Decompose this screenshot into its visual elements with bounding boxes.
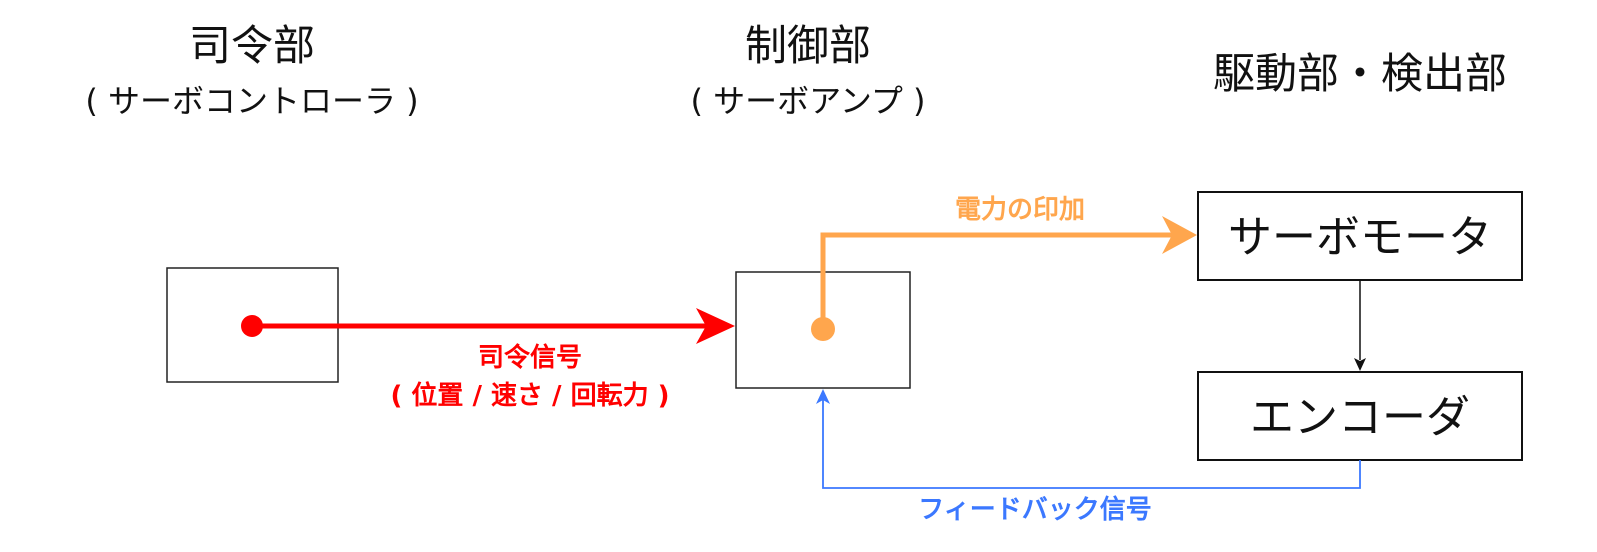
section-title-command: 司令部 [189, 21, 315, 70]
feedback-arrowhead [816, 389, 830, 404]
section-title-control: 制御部 [745, 21, 871, 70]
feedback-label: フィードバック信号 [918, 495, 1151, 525]
command-signal-sublabel: ( 位置 / 速さ / 回転力 ) [390, 380, 669, 411]
power-label: 電力の印加 [955, 195, 1085, 225]
section-title-drive: 駆動部・検出部 [1213, 49, 1507, 98]
motor-to-encoder-arrowhead [1354, 358, 1366, 371]
servo-motor-box [1197, 191, 1523, 281]
section-subtitle-control: ( サーボアンプ ) [690, 82, 925, 120]
command-signal-arrowhead [696, 308, 735, 344]
section-subtitle-command: ( サーボコントローラ ) [85, 82, 418, 120]
feedback-line [822, 395, 1361, 489]
power-line [820, 232, 1175, 329]
power-arrowhead [1162, 216, 1197, 254]
encoder-box [1197, 371, 1523, 461]
encoder-label: エンコーダ [1250, 392, 1470, 443]
command-signal-label: 司令信号 [478, 342, 582, 373]
servo-motor-label: サーボモータ [1228, 212, 1492, 263]
